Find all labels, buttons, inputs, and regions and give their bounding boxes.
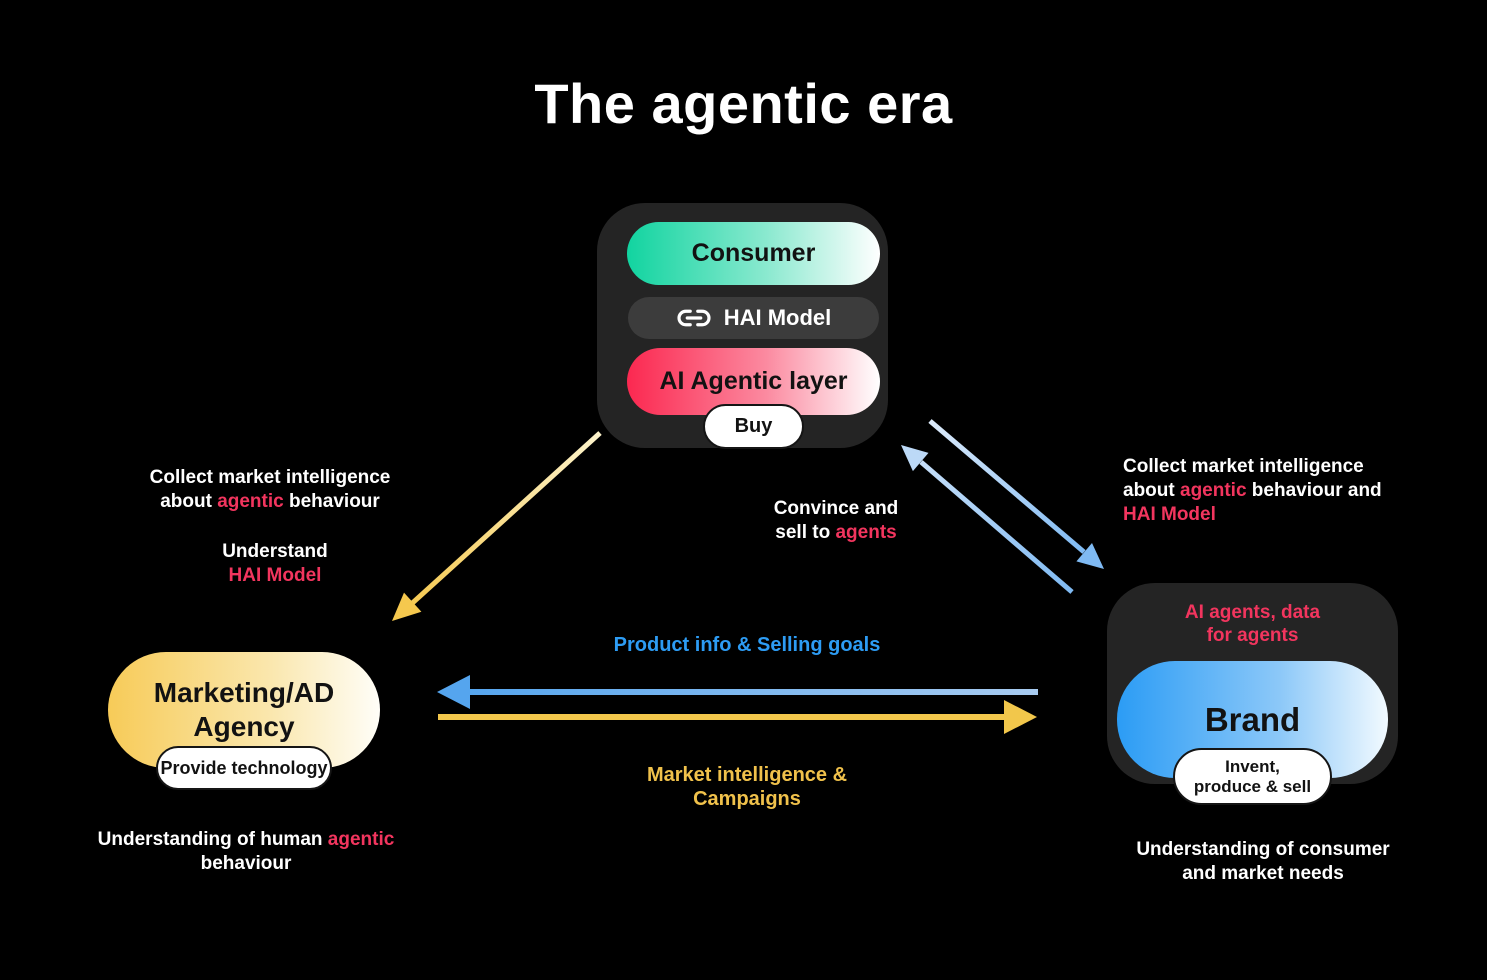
arrow-agency-to-brand — [438, 700, 1037, 734]
hai-model-highlight-right: HAI Model — [1123, 504, 1216, 525]
brand-tag-line2: for agents — [1206, 625, 1299, 646]
brand-tag-line1: AI agents, data — [1184, 602, 1321, 623]
label-collect-right: Collect market intelligence about agenti… — [1123, 456, 1382, 525]
page-title: The agentic era — [534, 72, 953, 135]
consumer-stack-panel: Consumer HAI Model AI Agentic layer — [597, 203, 888, 448]
consumer-label: Consumer — [691, 239, 816, 267]
agency-pill: Marketing/AD Agency — [108, 652, 380, 768]
hai-model-label: HAI Model — [723, 305, 832, 330]
invent-badge-line1: Invent, — [1225, 756, 1280, 776]
label-convince: Convince and sell to agents — [773, 498, 899, 543]
buy-badge: Buy — [703, 404, 804, 449]
hai-model-highlight: HAI Model — [228, 565, 322, 586]
provide-technology-badge: Provide technology — [156, 746, 332, 790]
hai-model-pill: HAI Model — [628, 297, 879, 339]
link-icon — [677, 309, 711, 327]
provide-technology-label: Provide technology — [160, 757, 328, 778]
label-product-info: Product info & Selling goals — [613, 634, 881, 656]
arrow-consumer-to-brand — [928, 419, 1104, 569]
invent-badge: Invent, produce & sell — [1173, 748, 1332, 805]
agentic-layer-label: AI Agentic layer — [659, 367, 848, 395]
buy-label: Buy — [734, 415, 773, 437]
label-agency-note: Understanding of human agentic behaviour — [97, 829, 395, 874]
arrow-brand-to-agency — [437, 675, 1038, 709]
label-collect-left: Collect market intelligence about agenti… — [149, 467, 391, 512]
agentic-layer-pill: AI Agentic layer — [627, 348, 880, 415]
brand-tag: AI agents, data for agents — [1107, 601, 1398, 647]
label-understand: Understand HAI Model — [222, 541, 328, 586]
agency-name-line2: Agency — [193, 711, 295, 742]
agentic-highlight-bottom: agentic — [327, 829, 395, 850]
label-market-intel: Market intelligence & Campaigns — [646, 764, 848, 810]
agentic-highlight-right: agentic — [1180, 480, 1247, 501]
brand-label: Brand — [1204, 700, 1301, 738]
label-brand-note: Understanding of consumer and market nee… — [1136, 839, 1390, 884]
agency-name-line1: Marketing/AD — [153, 677, 335, 708]
arrow-consumer-to-agency — [392, 431, 602, 621]
agents-highlight: agents — [835, 522, 897, 543]
invent-badge-line2: produce & sell — [1193, 776, 1312, 796]
agentic-highlight: agentic — [217, 491, 284, 512]
consumer-pill: Consumer — [627, 222, 880, 285]
